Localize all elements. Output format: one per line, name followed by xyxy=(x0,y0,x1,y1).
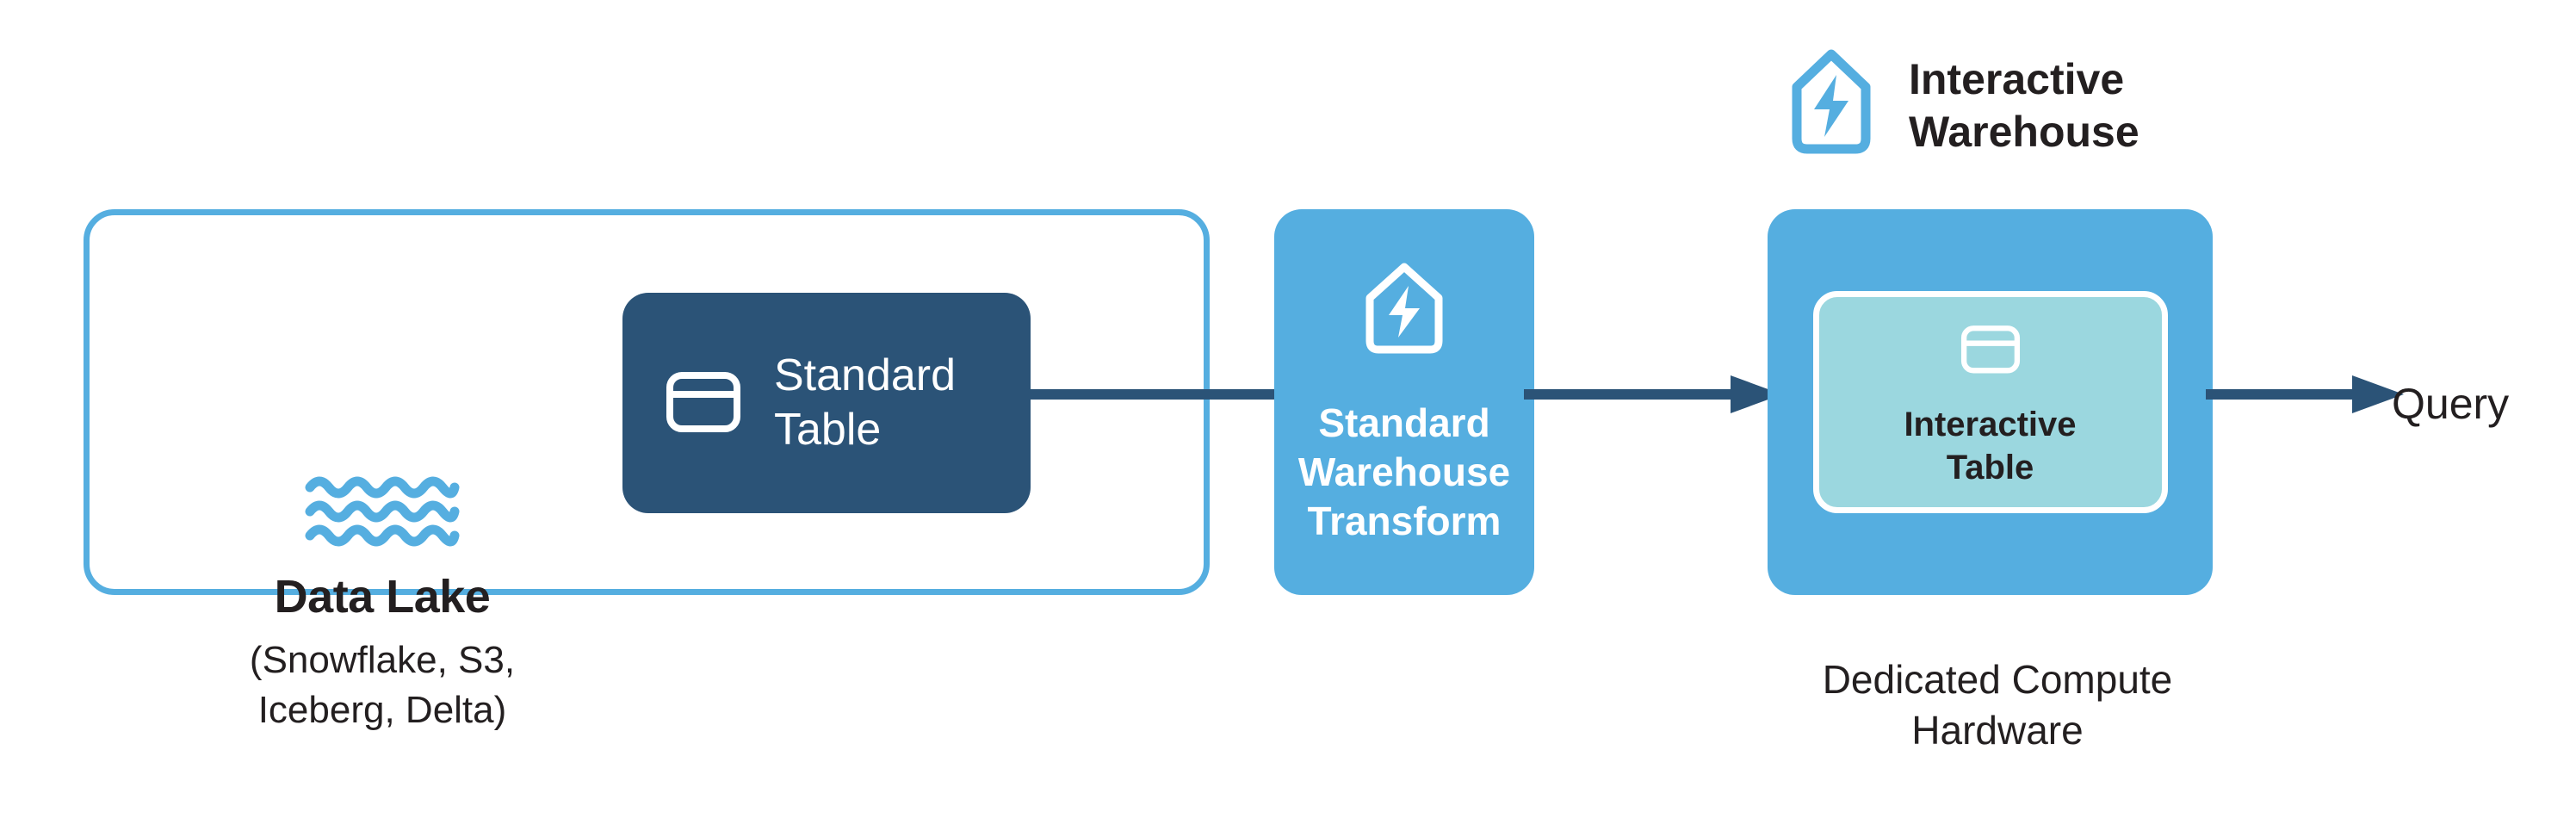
water-waves-icon xyxy=(227,474,537,554)
connector-standard-table-to-warehouse xyxy=(1025,385,1283,408)
connector-interactive-warehouse-to-query xyxy=(2206,372,2404,421)
data-lake-title: Data Lake xyxy=(274,571,491,623)
table-icon xyxy=(662,360,745,447)
standard-table-node[interactable]: Standard Table xyxy=(622,293,1031,513)
data-lake-label-group: Data Lake (Snowflake, S3, Iceberg, Delta… xyxy=(227,474,537,735)
interactive-table-label: Interactive Table xyxy=(1904,405,2077,486)
warehouse-bolt-icon xyxy=(1786,47,1876,164)
standard-warehouse-transform-node[interactable]: Standard Warehouse Transform xyxy=(1274,209,1534,595)
data-lake-subtitle: (Snowflake, S3, Iceberg, Delta) xyxy=(249,638,516,731)
standard-warehouse-transform-label: Standard Warehouse Transform xyxy=(1297,400,1511,544)
interactive-warehouse-callout: Interactive Warehouse xyxy=(1786,47,2139,164)
interactive-table-node[interactable]: Interactive Table xyxy=(1812,291,2168,513)
connector-warehouse-to-interactive-table xyxy=(1524,372,1782,421)
table-icon xyxy=(1958,316,2023,386)
interactive-warehouse-node[interactable]: Interactive Table xyxy=(1768,209,2213,595)
interactive-warehouse-callout-label: Interactive Warehouse xyxy=(1909,54,2139,156)
dedicated-compute-hardware-caption: Dedicated Compute Hardware xyxy=(1822,657,2173,753)
warehouse-bolt-icon xyxy=(1359,258,1449,363)
standard-table-label: Standard Table xyxy=(774,350,957,455)
query-output-label: Query xyxy=(2392,380,2510,428)
